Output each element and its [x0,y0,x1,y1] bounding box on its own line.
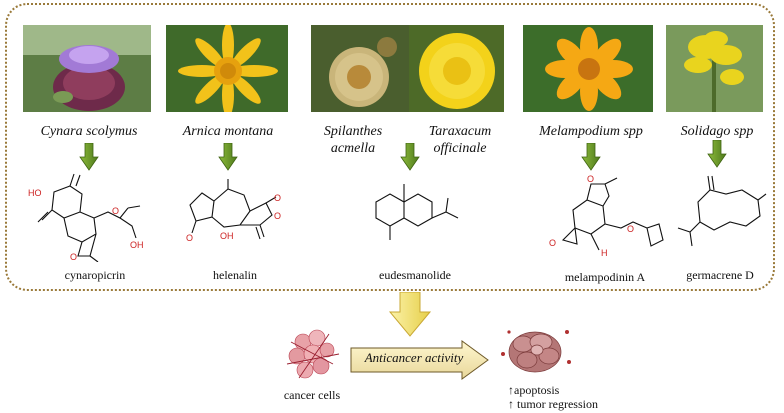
down-arrow-icon [218,143,238,171]
helenalin-structure: O OH O O [186,179,281,243]
compound-name-eudesmanolide: eudesmanolide [379,268,451,282]
compound-name-helenalin: helenalin [213,268,257,282]
down-arrow-icon [400,143,420,171]
outcome-apoptosis: ↑apoptosis [508,383,560,397]
plant-name-taraxacum-line2: officinale [433,141,487,156]
outcome-tumor-regression: ↑ tumor regression [508,397,598,411]
cancer-cells-label: cancer cells [283,388,341,402]
cancer-cells-icon [286,329,340,379]
compound-name-melampodinin: melampodinin A [564,270,646,284]
plant-name-taraxacum: Taraxacum officinale [420,123,500,157]
plant-name-arnica: Arnica montana [182,124,274,139]
germacrene-d-structure [677,175,767,247]
big-down-arrow-icon [388,292,432,337]
svg-text:O: O [627,224,634,234]
plant-name-spilanthes-line1: Spilanthes [323,124,383,139]
arnica-montana-photo [166,25,288,112]
svg-text:O: O [274,193,281,203]
svg-text:HO: HO [28,188,42,198]
svg-text:O: O [274,211,281,221]
anticancer-activity-label: Anticancer activity [364,350,464,365]
down-arrow-icon [79,143,99,171]
compound-name-cynaropicrin: cynaropicrin [64,268,126,282]
melampodium-photo [523,25,653,112]
eudesmanolide-structure [375,184,459,240]
plant-name-solidago: Solidago spp [680,124,754,139]
down-arrow-icon [707,140,727,168]
svg-text:O: O [70,252,77,262]
plant-name-melampodium: Melampodium spp [539,124,643,139]
compound-name-germacrene: germacrene D [686,268,754,282]
svg-text:O: O [112,206,119,216]
plant-name-spilanthes: Spilanthes acmella [318,123,388,157]
cynara-scolymus-photo [23,25,151,112]
melampodinin-a-structure: O O O H [549,174,664,258]
anticancer-arrow-icon [350,340,489,380]
cynaropicrin-structure: HO O O OH [28,173,144,262]
plant-name-cynara: Cynara scolymus [40,124,138,139]
svg-text:OH: OH [220,231,234,241]
svg-text:H: H [601,248,608,258]
plant-name-spilanthes-line2: acmella [330,141,376,156]
plant-name-taraxacum-line1: Taraxacum [428,124,492,139]
taraxacum-officinale-photo [409,25,504,112]
svg-text:OH: OH [130,240,144,250]
solidago-photo [666,25,763,112]
apoptotic-tumor-icon [501,330,571,373]
spilanthes-acmella-photo [311,25,409,112]
plant-panel-frame [5,3,775,291]
svg-text:O: O [186,233,193,243]
svg-text:O: O [587,174,594,184]
svg-text:O: O [549,238,556,248]
down-arrow-icon [581,143,601,171]
